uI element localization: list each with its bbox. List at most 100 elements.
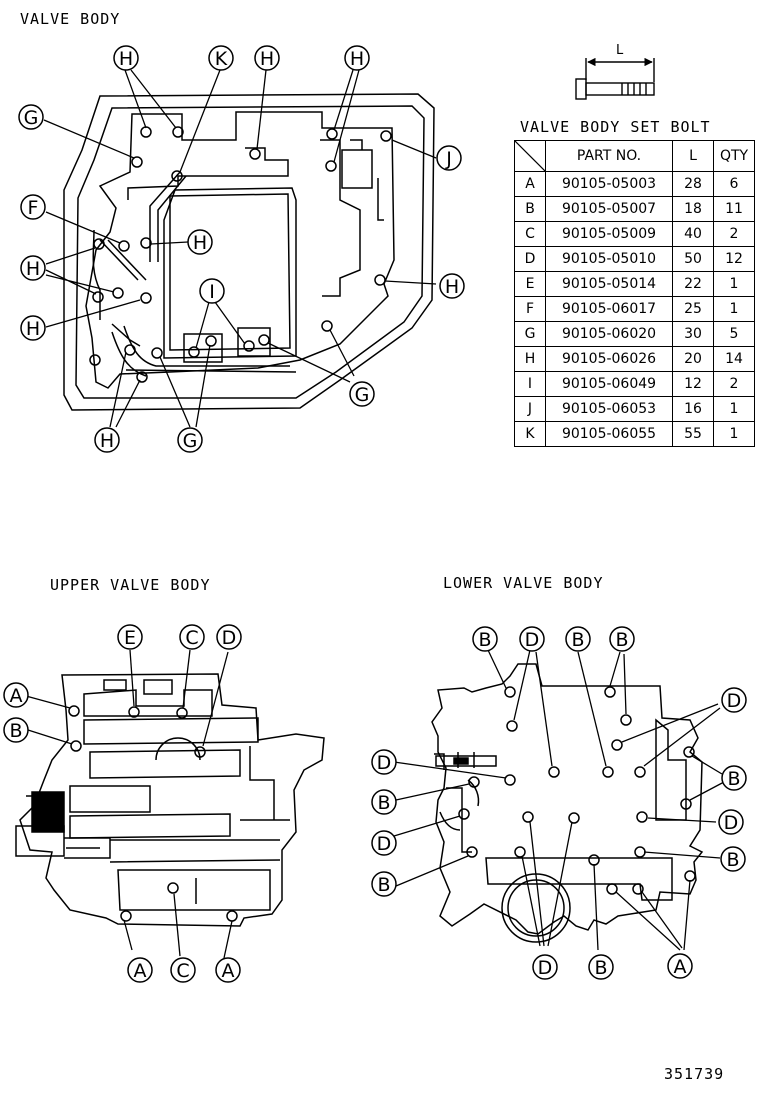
row-id-cell: F xyxy=(514,296,546,322)
callout-j: J xyxy=(436,145,462,171)
part-no-cell: 90105-05007 xyxy=(545,196,673,222)
svg-text:H: H xyxy=(445,276,459,298)
length-cell: 55 xyxy=(672,421,714,447)
length-cell: 20 xyxy=(672,346,714,372)
callout-h: H xyxy=(94,427,120,453)
qty-cell: 1 xyxy=(713,396,755,422)
qty-cell: 1 xyxy=(713,296,755,322)
qty-header: QTY xyxy=(713,140,755,172)
part-no-header: PART NO. xyxy=(545,140,673,172)
callout-c: C xyxy=(170,957,196,983)
part-no-cell: 90105-05010 xyxy=(545,246,673,272)
part-no-cell: 90105-06055 xyxy=(545,421,673,447)
svg-text:H: H xyxy=(26,318,40,340)
svg-text:D: D xyxy=(525,629,540,651)
row-id-cell: H xyxy=(514,346,546,372)
row-id-cell: G xyxy=(514,321,546,347)
qty-cell: 2 xyxy=(713,371,755,397)
callout-d: D xyxy=(718,809,744,835)
row-id-cell: J xyxy=(514,396,546,422)
callout-i: I xyxy=(199,278,225,304)
length-cell: 22 xyxy=(672,271,714,297)
callout-h: H xyxy=(344,45,370,71)
length-cell: 28 xyxy=(672,171,714,197)
length-cell: 25 xyxy=(672,296,714,322)
row-id-cell: A xyxy=(514,171,546,197)
length-cell: 12 xyxy=(672,371,714,397)
svg-text:H: H xyxy=(260,48,274,70)
svg-text:H: H xyxy=(26,258,40,280)
svg-text:B: B xyxy=(377,792,390,814)
row-id-cell: I xyxy=(514,371,546,397)
callout-g: G xyxy=(349,381,375,407)
svg-text:G: G xyxy=(24,107,39,129)
table-corner-cell xyxy=(514,140,546,172)
lower-valve-body-callouts: B D B B D D B B D D B B D B A xyxy=(371,626,747,980)
callout-d: D xyxy=(519,626,545,652)
callout-d: D xyxy=(371,749,397,775)
callout-h: H xyxy=(113,45,139,71)
part-no-cell: 90105-06053 xyxy=(545,396,673,422)
svg-text:I: I xyxy=(209,281,215,303)
callout-k: K xyxy=(208,45,234,71)
part-no-cell: 90105-05003 xyxy=(545,171,673,197)
svg-text:G: G xyxy=(183,430,198,452)
qty-cell: 1 xyxy=(713,271,755,297)
svg-text:A: A xyxy=(674,956,687,978)
svg-text:B: B xyxy=(594,957,607,979)
callout-b: B xyxy=(588,954,614,980)
part-no-cell: 90105-05009 xyxy=(545,221,673,247)
svg-text:C: C xyxy=(176,960,189,982)
callout-a: A xyxy=(215,957,241,983)
length-header: L xyxy=(672,140,714,172)
callout-c: C xyxy=(179,624,205,650)
row-id-cell: D xyxy=(514,246,546,272)
upper-valve-body-drawing xyxy=(15,673,325,927)
svg-text:D: D xyxy=(377,752,392,774)
svg-text:F: F xyxy=(28,197,39,219)
svg-text:B: B xyxy=(478,629,491,651)
row-id-cell: E xyxy=(514,271,546,297)
callout-h: H xyxy=(439,273,465,299)
callout-h: H xyxy=(254,45,280,71)
svg-text:H: H xyxy=(100,430,114,452)
part-no-cell: 90105-06017 xyxy=(545,296,673,322)
qty-cell: 12 xyxy=(713,246,755,272)
callout-a: A xyxy=(667,953,693,979)
bolt-table-title: VALVE BODY SET BOLT xyxy=(520,118,711,136)
svg-text:A: A xyxy=(222,960,235,982)
svg-text:C: C xyxy=(185,627,198,649)
part-no-cell: 90105-06049 xyxy=(545,371,673,397)
callout-g: G xyxy=(18,104,44,130)
callout-b: B xyxy=(565,626,591,652)
svg-text:D: D xyxy=(222,627,237,649)
svg-text:H: H xyxy=(119,48,133,70)
callout-h: H xyxy=(20,255,46,281)
svg-text:G: G xyxy=(355,384,370,406)
svg-text:D: D xyxy=(727,690,742,712)
callout-b: B xyxy=(609,626,635,652)
svg-text:H: H xyxy=(350,48,364,70)
lower-valve-body-drawing xyxy=(431,663,704,943)
valve-body-callouts: H K H H G J F H H H I G H H G xyxy=(18,45,465,453)
svg-text:B: B xyxy=(9,720,22,742)
qty-cell: 1 xyxy=(713,421,755,447)
length-cell: 18 xyxy=(672,196,714,222)
callout-e: E xyxy=(117,624,143,650)
upper-valve-body-callouts: E C D A B A C A xyxy=(3,624,242,983)
qty-cell: 2 xyxy=(713,221,755,247)
part-no-cell: 90105-05014 xyxy=(545,271,673,297)
callout-b: B xyxy=(720,846,746,872)
callout-d: D xyxy=(216,624,242,650)
qty-cell: 14 xyxy=(713,346,755,372)
length-cell: 40 xyxy=(672,221,714,247)
